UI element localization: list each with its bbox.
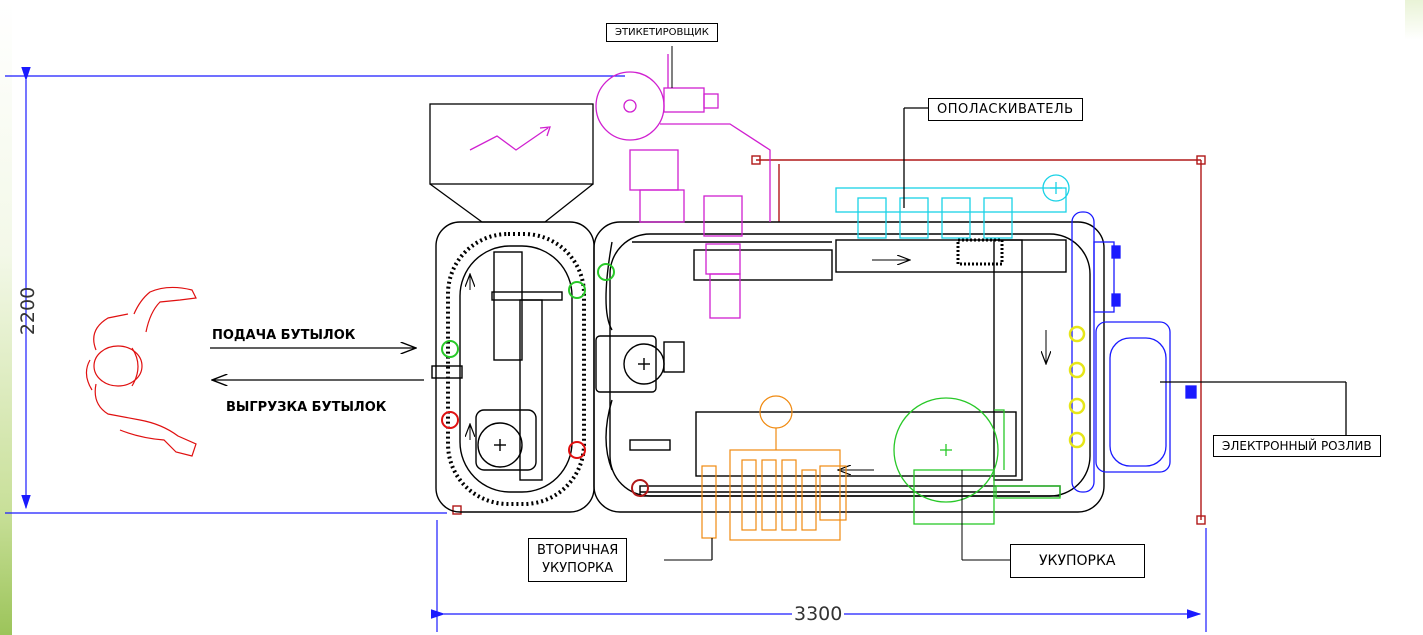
feed-arrows xyxy=(210,348,424,380)
dimension-height: 2200 xyxy=(17,286,40,336)
flow-arrows xyxy=(470,260,1046,470)
hopper xyxy=(429,103,594,223)
dimension-width: 3300 xyxy=(792,603,845,625)
capper-unit xyxy=(893,397,1061,525)
label-electronic-filling: ЭЛЕКТРОННЫЙ РОЗЛИВ xyxy=(1213,435,1381,457)
label-secondary-capping: ВТОРИЧНАЯ УКУПОРКА xyxy=(528,538,628,582)
label-rinser: ОПОЛАСКИВАТЕЛЬ xyxy=(928,98,1083,121)
labeler-unit xyxy=(595,54,771,319)
unscrambler xyxy=(431,221,595,513)
rinser-unit xyxy=(835,107,1070,239)
filler-nozzles xyxy=(1068,325,1086,449)
leader-lines xyxy=(664,46,1010,561)
label-capping: УКУПОРКА xyxy=(1010,544,1145,578)
filler-unit xyxy=(1071,211,1347,493)
main-machine-body xyxy=(593,221,1105,513)
secondary-capper-unit xyxy=(701,395,847,560)
starwheels xyxy=(441,263,649,497)
machine-frame xyxy=(452,155,1206,525)
label-bottle-feed: ПОДАЧА БУТЫЛОК xyxy=(212,328,356,343)
right-edge-gradient xyxy=(1405,0,1423,40)
label-secondary-capping-line2: УКУПОРКА xyxy=(542,561,614,576)
left-edge-gradient xyxy=(0,0,12,635)
label-secondary-capping-line1: ВТОРИЧНАЯ xyxy=(537,543,619,558)
label-bottle-unload: ВЫГРУЗКА БУТЫЛОК xyxy=(226,400,387,415)
operator-figure xyxy=(85,286,197,457)
label-labeler: ЭТИКЕТИРОВЩИК xyxy=(606,23,718,42)
